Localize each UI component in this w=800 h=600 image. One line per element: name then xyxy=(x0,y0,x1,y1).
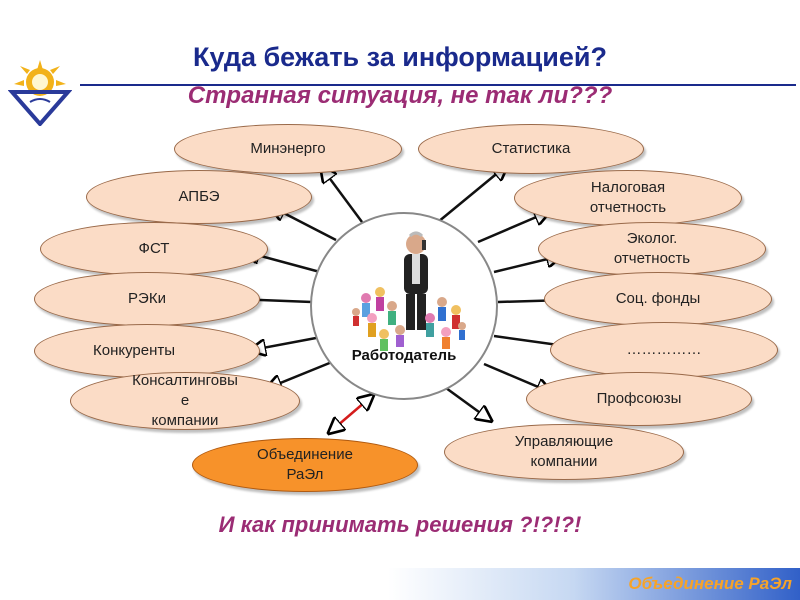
node-tax: Налоговая отчетность xyxy=(514,170,742,226)
node-fst: ФСТ xyxy=(40,222,268,276)
node-management: Управляющие компании xyxy=(444,424,684,480)
employer-circle xyxy=(310,212,498,400)
node-social: Соц. фонды xyxy=(544,272,772,326)
arrow-tax xyxy=(477,212,548,244)
node-competitors: Конкуренты xyxy=(34,324,260,378)
node-eco: Эколог. отчетность xyxy=(538,222,766,276)
sun-triangle-logo-icon xyxy=(8,60,72,126)
node-apbe: АПБЭ xyxy=(86,170,312,224)
arrow-statistics xyxy=(437,166,506,223)
question-text: И как принимать решения ?!?!?! xyxy=(218,512,582,537)
node-minenergo: Минэнерго xyxy=(174,124,402,174)
node-unions: Профсоюзы xyxy=(526,372,752,426)
crowd-of-people-icon xyxy=(352,287,466,351)
node-statistics: Статистика xyxy=(418,124,644,174)
node-reki: РЭКи xyxy=(34,272,260,326)
node-consulting: Консалтинговы е компании xyxy=(70,372,300,430)
node-rael: Объединение РаЭл xyxy=(192,438,418,492)
footer-brand: Объединение РаЭл xyxy=(628,574,792,593)
footer-bar: Объединение РаЭл xyxy=(388,568,800,600)
arrow-minenergo xyxy=(322,168,364,223)
businessman-with-phone-icon xyxy=(352,231,466,351)
page-title: Куда бежать за информацией? xyxy=(193,42,607,72)
page-subtitle: Странная ситуация, не так ли??? xyxy=(187,82,613,109)
arrow-rael xyxy=(330,396,372,432)
employer-label: Работодатель xyxy=(351,347,457,364)
title-rule xyxy=(80,84,796,86)
node-ellipsis: …………… xyxy=(550,322,778,378)
arrow-management xyxy=(445,386,490,420)
arrow-competitors xyxy=(252,336,317,350)
